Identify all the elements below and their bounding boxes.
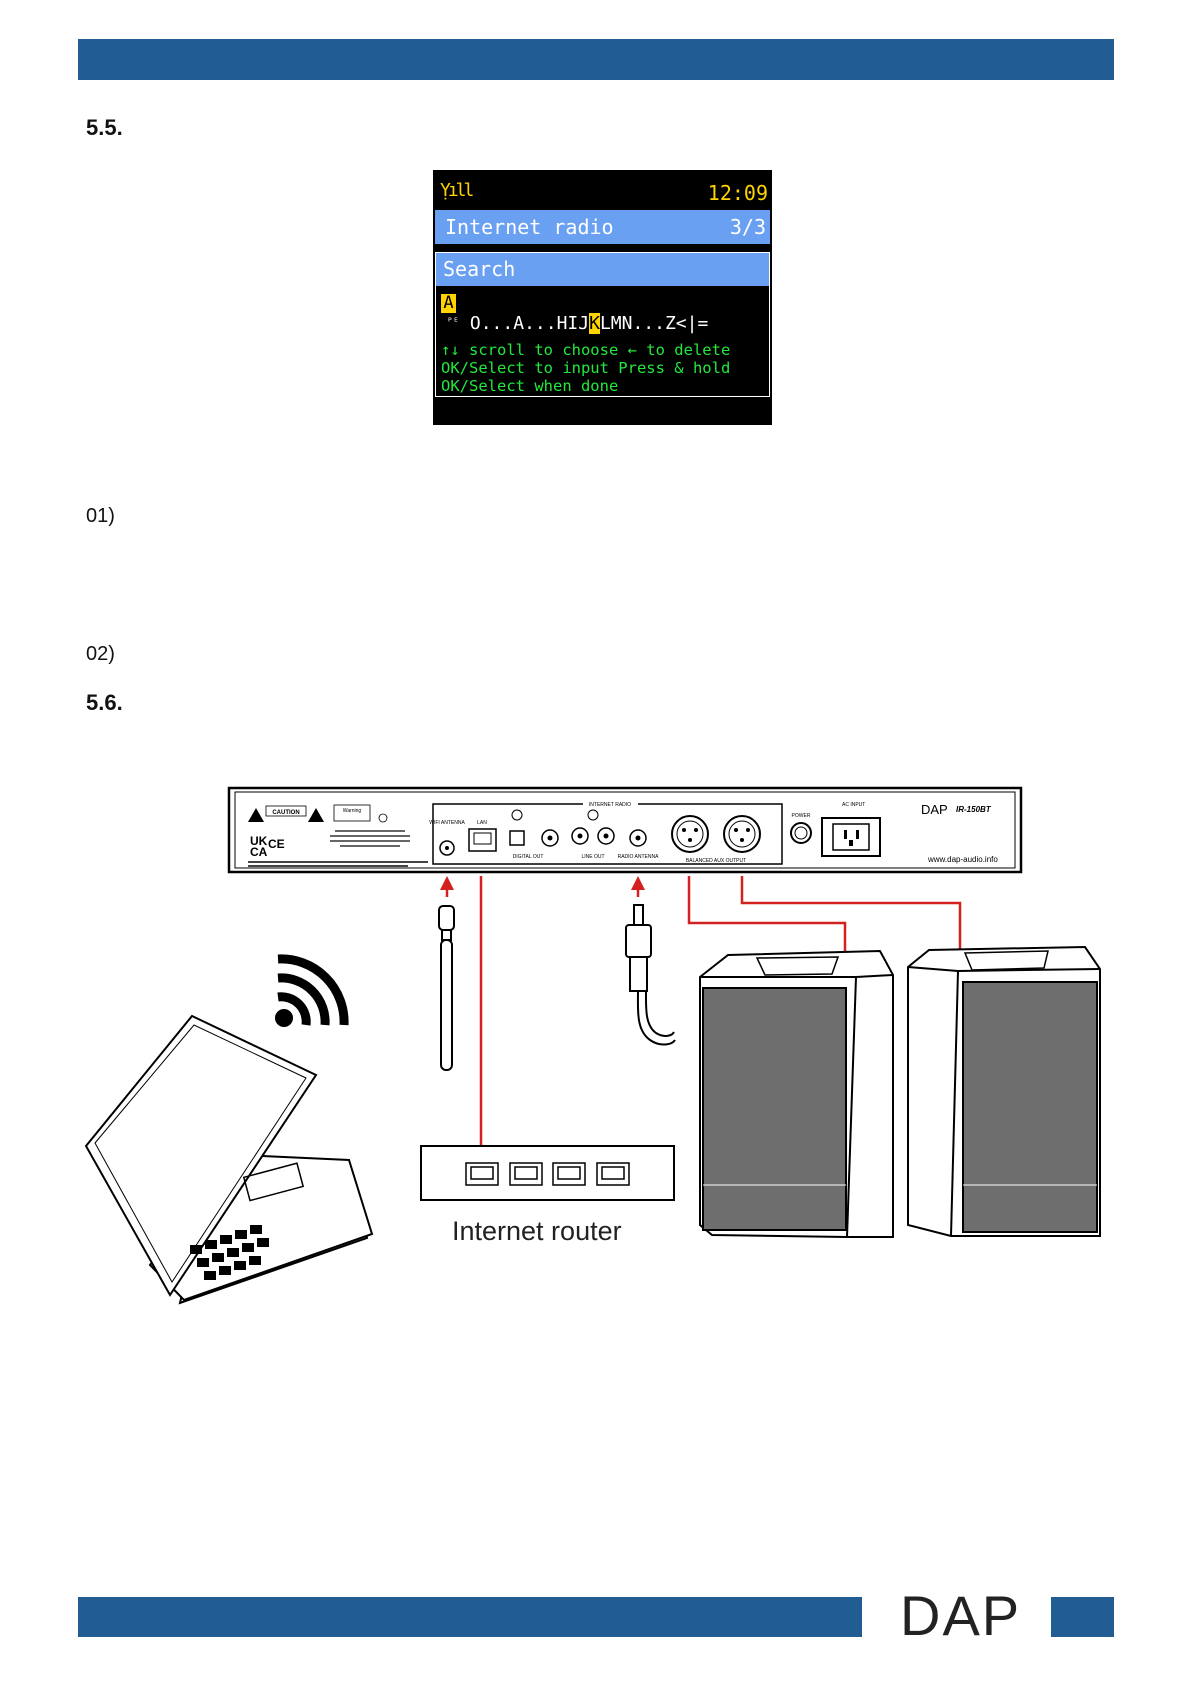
caution-label: CAUTION bbox=[272, 810, 299, 816]
connection-lines bbox=[479, 876, 962, 1171]
signal-icon: Ỵıll bbox=[440, 180, 474, 201]
display-search-label: Search bbox=[443, 257, 516, 281]
page-number-box bbox=[1051, 1597, 1114, 1637]
xlr-right-port bbox=[723, 815, 761, 853]
line-out-left-port bbox=[571, 827, 589, 845]
ce-mark: CE bbox=[268, 837, 285, 851]
section-number-5-5: 5.5. bbox=[86, 115, 123, 140]
footer-brand-logo: DAP bbox=[900, 1584, 1022, 1647]
display-char-list: ᴾᴱ O...A...HIJKLMN...Z<|= bbox=[447, 313, 708, 334]
speaker-right bbox=[907, 945, 1101, 1237]
router-label: Internet router bbox=[452, 1216, 622, 1246]
display-help-text: ↑↓ scroll to choose ← to delete OK/Selec… bbox=[441, 341, 730, 395]
footer-bar bbox=[78, 1597, 862, 1637]
speaker-left bbox=[699, 949, 894, 1238]
line-out-right-port bbox=[597, 827, 615, 845]
wifi-antenna-port bbox=[439, 840, 455, 856]
ac-input-label: AC INPUT bbox=[842, 802, 865, 808]
ac-inlet bbox=[821, 817, 881, 857]
wifi-icon bbox=[275, 954, 349, 1027]
arrow-heads bbox=[440, 876, 645, 897]
warning-label: Warning bbox=[343, 808, 362, 814]
display-frame bbox=[435, 252, 770, 397]
chars-before: O...A...HIJ bbox=[459, 313, 590, 334]
coaxial-port bbox=[541, 829, 559, 847]
help-line-3: OK/Select when done bbox=[441, 377, 619, 395]
laptop bbox=[84, 1014, 374, 1305]
pe-icon: ᴾᴱ bbox=[447, 317, 460, 328]
display-title-bar: Internet radio 3/3 bbox=[435, 210, 770, 244]
chars-after: LMN...Z<|= bbox=[599, 313, 709, 334]
internet-radio-label: INTERNET RADIO bbox=[589, 802, 631, 808]
step-01: 01) bbox=[86, 505, 115, 527]
power-button bbox=[790, 822, 812, 844]
display-page: 3/3 bbox=[729, 215, 766, 239]
power-label: POWER bbox=[792, 813, 811, 819]
ground-icon bbox=[378, 813, 388, 823]
chars-highlight: K bbox=[589, 313, 600, 334]
balanced-out-label: BALANCED AUX OUTPUT bbox=[686, 858, 746, 864]
xlr-left-port bbox=[671, 815, 709, 853]
device-rear-panel: CAUTION Warning UK CA CE INTERNET RADIO … bbox=[227, 786, 1023, 874]
internet-router bbox=[420, 1145, 675, 1201]
step-02: 02) bbox=[86, 643, 115, 665]
line-out-label: LINE OUT bbox=[581, 854, 604, 860]
header-bar bbox=[78, 39, 1114, 80]
wifi-antenna bbox=[438, 905, 455, 1071]
digital-out-label: DIGITAL OUT bbox=[513, 854, 544, 860]
device-model: IR-150BT bbox=[956, 805, 992, 814]
display-input-char: A bbox=[441, 294, 456, 313]
warning-triangle-icon-2 bbox=[308, 808, 324, 822]
lan-port bbox=[468, 828, 497, 852]
section-number-5-6: 5.6. bbox=[86, 690, 123, 715]
help-line-1: ↑↓ scroll to choose ← to delete bbox=[441, 341, 731, 359]
display-title: Internet radio bbox=[445, 215, 614, 239]
display-time: 12:09 bbox=[707, 181, 768, 205]
radio-antenna-cable bbox=[625, 904, 676, 1046]
device-brand: DAP bbox=[921, 802, 948, 817]
radio-antenna-port bbox=[629, 829, 647, 847]
ukca-mark-2: CA bbox=[250, 845, 268, 859]
display-search-bar: Search bbox=[436, 253, 769, 286]
warning-triangle-icon bbox=[248, 808, 264, 822]
optical-port bbox=[509, 830, 525, 846]
ukca-mark: UK bbox=[250, 834, 268, 848]
radio-antenna-label: RADIO ANTENNA bbox=[618, 854, 660, 860]
wifi-antenna-label: WIFI ANTENNA bbox=[429, 820, 465, 826]
help-line-2: OK/Select to input Press & hold bbox=[441, 359, 731, 377]
radio-display-screenshot: Ỵıll 12:09 Internet radio 3/3 Search A ᴾ… bbox=[433, 170, 772, 425]
device-url: www.dap-audio.info bbox=[927, 855, 998, 864]
lan-label: LAN bbox=[477, 820, 487, 826]
